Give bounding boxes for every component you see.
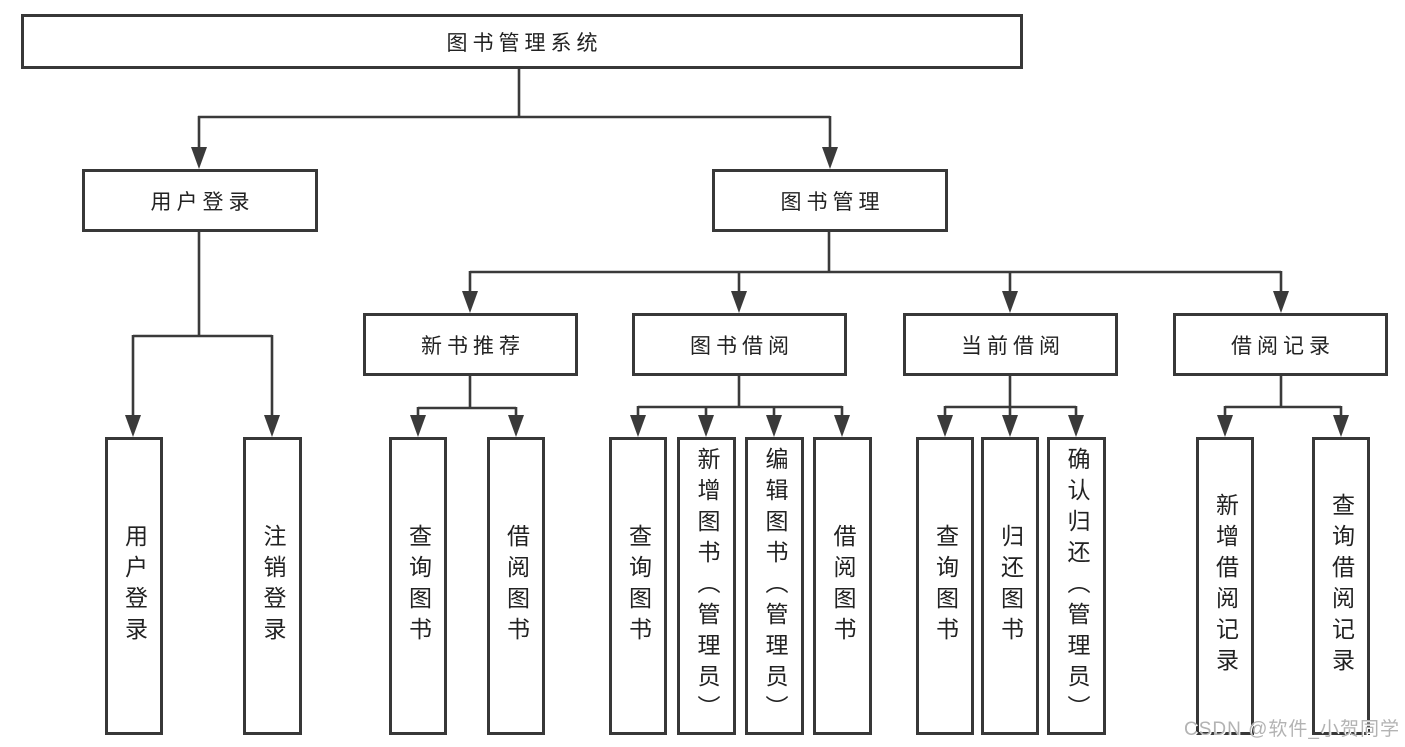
- leaf-recommend-query-books-label: 查询图书: [405, 524, 432, 648]
- arrowheads: [125, 147, 1349, 437]
- leaf-recommend-query-books: 查询图书: [389, 437, 447, 735]
- leaf-recommend-borrow-books-label: 借阅图书: [503, 524, 530, 648]
- leaf-records-add-record: 新增借阅记录: [1196, 437, 1254, 735]
- leaf-records-add-record-label: 新增借阅记录: [1212, 493, 1239, 679]
- leaf-current-return-books-label: 归还图书: [997, 524, 1024, 648]
- leaf-borrowing-edit-books-admin-label: 编辑图书（管理员）: [762, 446, 788, 726]
- leaf-current-confirm-return-admin-label: 确认归还（管理员）: [1064, 446, 1090, 726]
- node-book-management-label: 图书管理: [780, 190, 885, 214]
- node-library-system-label: 图书管理系统: [446, 31, 603, 55]
- node-new-book-recommend: 新书推荐: [363, 313, 578, 376]
- leaf-current-query-books-label: 查询图书: [932, 524, 959, 648]
- leaf-current-return-books: 归还图书: [981, 437, 1039, 735]
- node-new-book-recommend-label: 新书推荐: [421, 334, 525, 358]
- leaf-records-query-record-label: 查询借阅记录: [1328, 493, 1355, 679]
- node-user-login: 用户登录: [82, 169, 318, 232]
- leaf-user-login-label: 用户登录: [121, 524, 148, 648]
- leaf-current-query-books: 查询图书: [916, 437, 974, 735]
- node-book-management: 图书管理: [712, 169, 948, 232]
- leaf-records-query-record: 查询借阅记录: [1312, 437, 1370, 735]
- leaf-logout: 注销登录: [243, 437, 302, 735]
- node-borrowing-records: 借阅记录: [1173, 313, 1388, 376]
- leaf-user-login: 用户登录: [105, 437, 163, 735]
- node-borrowing-records-label: 借阅记录: [1231, 334, 1335, 358]
- node-current-borrowing-label: 当前借阅: [961, 334, 1065, 358]
- node-current-borrowing: 当前借阅: [903, 313, 1118, 376]
- node-book-borrowing: 图书借阅: [632, 313, 847, 376]
- csdn-watermark: CSDN @软件_小贺同学: [1184, 719, 1400, 740]
- leaf-borrowing-query-books: 查询图书: [609, 437, 667, 735]
- leaf-current-confirm-return-admin: 确认归还（管理员）: [1047, 437, 1106, 735]
- leaf-borrowing-add-books-admin: 新增图书（管理员）: [677, 437, 736, 735]
- node-book-borrowing-label: 图书借阅: [690, 334, 794, 358]
- leaf-borrowing-borrow-books-label: 借阅图书: [830, 524, 856, 648]
- leaf-borrowing-query-books-label: 查询图书: [625, 524, 652, 648]
- leaf-logout-label: 注销登录: [260, 524, 286, 648]
- node-library-system: 图书管理系统: [21, 14, 1023, 69]
- leaf-recommend-borrow-books: 借阅图书: [487, 437, 545, 735]
- node-user-login-label: 用户登录: [150, 190, 255, 214]
- leaf-borrowing-edit-books-admin: 编辑图书（管理员）: [745, 437, 804, 735]
- leaf-borrowing-add-books-admin-label: 新增图书（管理员）: [694, 446, 720, 726]
- leaf-borrowing-borrow-books: 借阅图书: [813, 437, 872, 735]
